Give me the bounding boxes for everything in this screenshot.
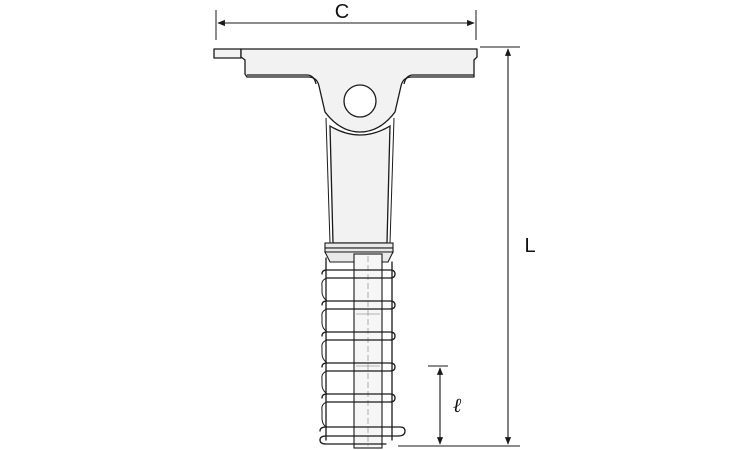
coil-return-2: [321, 308, 328, 333]
pin-hole: [343, 84, 377, 118]
collar-ring-2: [324, 247, 394, 253]
dimension-engagement-label: ℓ: [453, 395, 462, 417]
collar-ring-1: [324, 242, 394, 249]
dimension-c: C: [215, 1, 477, 40]
coil-2: [321, 300, 396, 310]
inner-stem: [353, 253, 383, 449]
shank-body: [329, 124, 391, 244]
shank-edge-right: [389, 117, 395, 244]
coil-spring: [319, 257, 406, 445]
coil-1: [321, 269, 396, 279]
head-fillet-right: [403, 74, 474, 85]
coil-4: [321, 362, 396, 372]
dimension-l-label: L: [524, 235, 535, 257]
coil-return-1: [321, 277, 328, 302]
coil-return-4: [321, 370, 328, 395]
coil-5: [321, 393, 396, 403]
shank-edge-left: [325, 117, 331, 244]
dimension-c-label: C: [335, 1, 349, 23]
dimension-l: L: [398, 46, 536, 447]
dimension-engagement: ℓ: [428, 365, 462, 445]
t-head: [213, 48, 478, 133]
shank: [325, 117, 395, 244]
coil-3: [321, 331, 396, 341]
coil-return-3: [321, 339, 328, 364]
coil-return-5: [321, 401, 328, 428]
head-plate-step: [213, 48, 242, 59]
head-fillet-left: [247, 74, 317, 85]
